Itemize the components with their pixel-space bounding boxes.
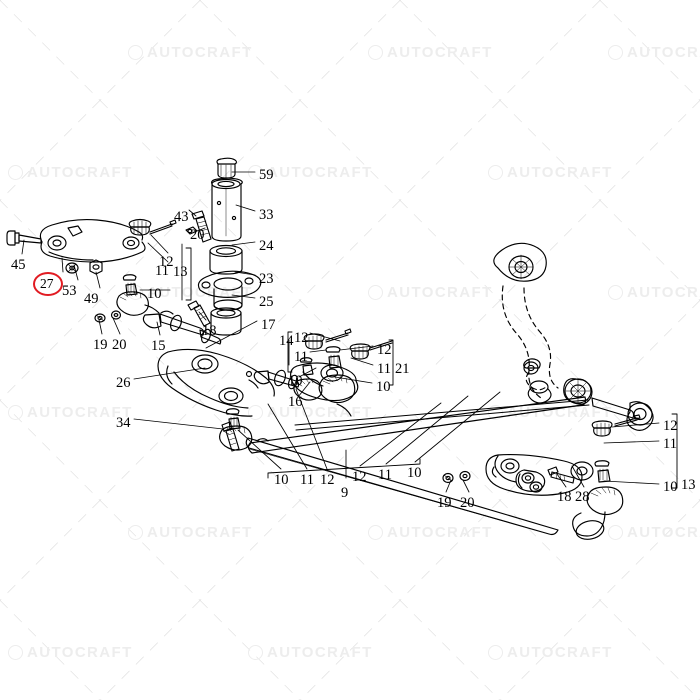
watermark-4: AUTOCRAFT bbox=[248, 164, 373, 181]
watermark-text: AUTOCRAFT bbox=[627, 284, 700, 301]
watermark-5: AUTOCRAFT bbox=[488, 164, 613, 181]
callout-10: 10 bbox=[274, 472, 289, 488]
callout-14: 14 bbox=[279, 333, 294, 349]
ring-icon bbox=[488, 645, 503, 660]
callout-23: 23 bbox=[259, 271, 274, 287]
watermark-1: AUTOCRAFT bbox=[368, 44, 493, 61]
callout-16: 16 bbox=[288, 394, 303, 410]
callout-49: 49 bbox=[84, 291, 99, 307]
callout-26: 26 bbox=[116, 375, 131, 391]
watermark-text: AUTOCRAFT bbox=[27, 404, 133, 421]
callout-11: 11 bbox=[378, 467, 392, 483]
watermark-13: AUTOCRAFT bbox=[368, 524, 493, 541]
callout-33: 33 bbox=[259, 207, 274, 223]
callout-11: 11 bbox=[377, 361, 391, 377]
watermark-7: AUTOCRAFT bbox=[368, 284, 493, 301]
callout-11: 11 bbox=[294, 349, 308, 365]
callout-10: 10 bbox=[376, 379, 391, 395]
callout-20: 20 bbox=[112, 337, 127, 353]
ring-icon bbox=[128, 45, 143, 60]
ring-icon bbox=[248, 405, 263, 420]
ring-icon bbox=[8, 165, 23, 180]
ring-icon bbox=[128, 525, 143, 540]
watermark-text: AUTOCRAFT bbox=[507, 164, 613, 181]
callout-27: 27 bbox=[40, 276, 54, 291]
callout-24: 24 bbox=[259, 238, 274, 254]
ring-icon bbox=[8, 645, 23, 660]
watermark-text: AUTOCRAFT bbox=[27, 644, 133, 661]
callout-15: 15 bbox=[151, 338, 166, 354]
ring-icon bbox=[248, 165, 263, 180]
watermark-text: AUTOCRAFT bbox=[147, 44, 253, 61]
callout-13: 13 bbox=[681, 477, 696, 493]
watermark-8: AUTOCRAFT bbox=[608, 284, 700, 301]
callout-11: 11 bbox=[663, 436, 677, 452]
callout-12: 12 bbox=[294, 330, 309, 346]
callout-9: 9 bbox=[341, 485, 349, 501]
watermark-text: AUTOCRAFT bbox=[627, 524, 700, 541]
callout-19: 19 bbox=[437, 495, 452, 511]
watermark-16: AUTOCRAFT bbox=[248, 644, 373, 661]
watermark-text: AUTOCRAFT bbox=[267, 164, 373, 181]
watermark-text: AUTOCRAFT bbox=[387, 524, 493, 541]
watermark-text: AUTOCRAFT bbox=[387, 44, 493, 61]
watermark-9: AUTOCRAFT bbox=[8, 404, 133, 421]
callout-12: 12 bbox=[377, 342, 392, 358]
callout-11: 11 bbox=[300, 472, 314, 488]
watermark-14: AUTOCRAFT bbox=[608, 524, 700, 541]
watermark-12: AUTOCRAFT bbox=[128, 524, 253, 541]
callout-18: 18 bbox=[557, 489, 572, 505]
callout-45: 45 bbox=[11, 257, 26, 273]
callout-19: 19 bbox=[93, 337, 108, 353]
ring-icon bbox=[488, 165, 503, 180]
callout-20: 20 bbox=[190, 227, 205, 243]
watermark-17: AUTOCRAFT bbox=[488, 644, 613, 661]
ring-icon bbox=[608, 525, 623, 540]
callout-12: 12 bbox=[663, 418, 678, 434]
ring-icon bbox=[368, 285, 383, 300]
callout-10: 10 bbox=[147, 286, 162, 302]
callout-13: 13 bbox=[173, 264, 188, 280]
ring-icon bbox=[8, 405, 23, 420]
ring-icon bbox=[368, 45, 383, 60]
callout-25: 25 bbox=[259, 294, 274, 310]
watermark-text: AUTOCRAFT bbox=[627, 44, 700, 61]
watermark-text: AUTOCRAFT bbox=[147, 284, 253, 301]
ring-icon bbox=[608, 45, 623, 60]
callout-10: 10 bbox=[407, 465, 422, 481]
watermark-15: AUTOCRAFT bbox=[8, 644, 133, 661]
watermark-text: AUTOCRAFT bbox=[507, 404, 613, 421]
callout-10: 10 bbox=[288, 373, 303, 389]
callout-21: 21 bbox=[395, 361, 410, 377]
callout-11: 11 bbox=[155, 263, 169, 279]
callout-17: 17 bbox=[261, 317, 276, 333]
callout-12: 12 bbox=[352, 469, 367, 485]
watermark-text: AUTOCRAFT bbox=[267, 644, 373, 661]
watermark-text: AUTOCRAFT bbox=[27, 164, 133, 181]
ring-icon bbox=[248, 645, 263, 660]
watermark-3: AUTOCRAFT bbox=[8, 164, 133, 181]
watermark-2: AUTOCRAFT bbox=[608, 44, 700, 61]
watermark-text: AUTOCRAFT bbox=[147, 524, 253, 541]
callout-53: 53 bbox=[62, 283, 77, 299]
callout-43: 43 bbox=[174, 209, 189, 225]
watermark-text: AUTOCRAFT bbox=[387, 284, 493, 301]
ring-icon bbox=[368, 525, 383, 540]
callout-34: 34 bbox=[116, 415, 131, 431]
watermark-text: AUTOCRAFT bbox=[507, 644, 613, 661]
callout-12: 12 bbox=[320, 472, 335, 488]
callout-28: 28 bbox=[575, 489, 590, 505]
callout-59: 59 bbox=[259, 167, 274, 183]
callout-20: 20 bbox=[460, 495, 475, 511]
ring-icon bbox=[608, 285, 623, 300]
callout-10: 10 bbox=[663, 479, 678, 495]
watermark-0: AUTOCRAFT bbox=[128, 44, 253, 61]
callout-12: 12 bbox=[159, 254, 174, 270]
callout-18: 18 bbox=[202, 323, 217, 339]
